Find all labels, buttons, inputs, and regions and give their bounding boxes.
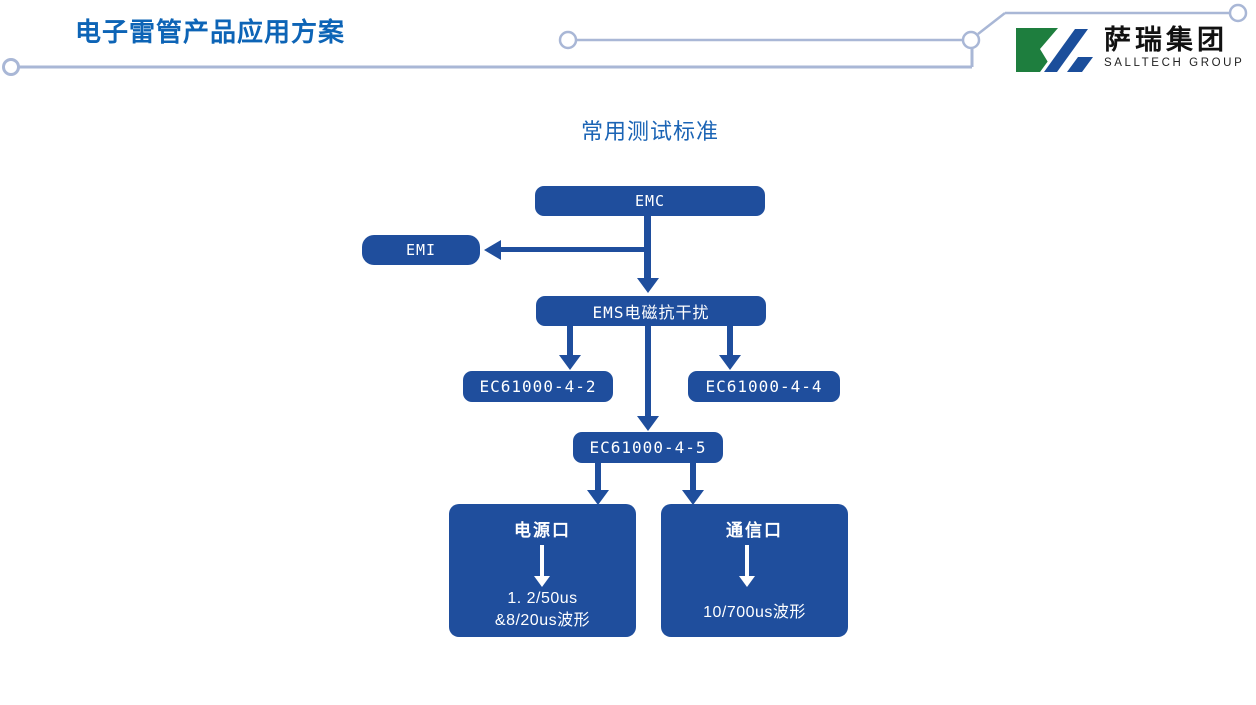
box-power-port: 电源口 1. 2/50us &8/20us波形: [449, 504, 636, 637]
node-emc: EMC: [535, 186, 765, 216]
box-comm-port: 通信口 10/700us波形: [661, 504, 848, 637]
power-down-arrow-icon: [534, 576, 550, 587]
power-arrow-shaft: [540, 545, 544, 576]
logo-name: 萨瑞集团: [1104, 25, 1228, 55]
node-ec61000-4-4: EC61000-4-4: [688, 371, 840, 402]
logo-mark-icon: [1016, 27, 1093, 72]
power-waveform-line1: 1. 2/50us: [507, 590, 578, 607]
node-ems: EMS电磁抗干扰: [536, 296, 766, 326]
arrowhead-to-ems-icon: [637, 278, 659, 293]
connector-ems-to-ec4: [727, 326, 733, 355]
diagram-heading: 常用测试标准: [580, 119, 719, 144]
arrowhead-to-power-icon: [587, 490, 609, 505]
connector-ec5-to-comm: [690, 463, 696, 490]
arrowhead-to-ec4-icon: [719, 355, 741, 370]
node-ec61000-4-5: EC61000-4-5: [573, 432, 723, 463]
node-ec61000-4-2: EC61000-4-2: [463, 371, 613, 402]
connector-ec5-to-power: [595, 463, 601, 490]
arrowhead-to-ec2-icon: [559, 355, 581, 370]
connector-ems-to-ec2: [567, 326, 573, 355]
logo-text: 萨瑞集团 SALLTECH GROUP: [1104, 24, 1244, 69]
comm-arrow-shaft: [745, 545, 749, 576]
page-title: 电子雷管产品应用方案: [75, 17, 346, 47]
header-decor-lines: [2, 3, 1248, 76]
arrowhead-to-ec5-icon: [637, 416, 659, 431]
power-port-title: 电源口: [514, 521, 571, 540]
company-logo: 萨瑞集团 SALLTECH GROUP: [1014, 24, 1244, 76]
comm-port-title: 通信口: [726, 521, 783, 540]
arrowhead-to-comm-icon: [682, 490, 704, 505]
arrowhead-to-emi-icon: [484, 240, 501, 260]
comm-down-arrow-icon: [739, 576, 755, 587]
node-emi: EMI: [362, 235, 480, 265]
power-waveform-line2: &8/20us波形: [494, 612, 591, 629]
connector-emc-to-ems: [644, 215, 651, 278]
connector-to-emi: [500, 247, 647, 252]
comm-waveform-line1: 10/700us波形: [703, 604, 806, 621]
logo-subtitle: SALLTECH GROUP: [1104, 57, 1245, 69]
connector-ems-to-ec5: [645, 326, 651, 416]
